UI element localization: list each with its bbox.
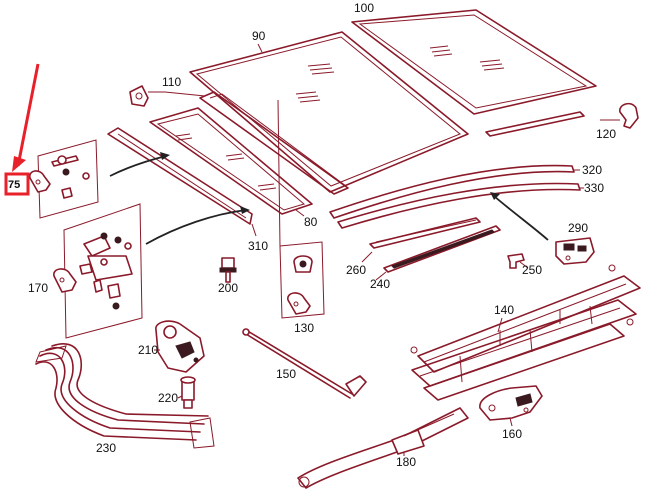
part-290-bracket[interactable]: [555, 237, 595, 265]
highlight-box: [4, 172, 30, 196]
callout-310[interactable]: 310: [248, 239, 268, 253]
part-230-cable-bundle[interactable]: [35, 343, 215, 449]
callout-140[interactable]: 140: [494, 303, 514, 317]
callout-130[interactable]: 130: [294, 321, 314, 335]
leader-220: [177, 395, 183, 399]
part-120-trim-strip[interactable]: [485, 102, 639, 137]
highlight-label[interactable]: 75: [8, 179, 20, 191]
callout-100[interactable]: 100: [354, 1, 374, 15]
callout-160[interactable]: 160: [502, 427, 522, 441]
box-170-hardware[interactable]: [53, 203, 143, 339]
part-80-lower-glass[interactable]: [149, 107, 313, 215]
leader-80: [295, 209, 305, 217]
highlight-annotation[interactable]: 75: [4, 63, 40, 196]
callout-80[interactable]: 80: [304, 215, 318, 229]
callout-120[interactable]: 120: [596, 127, 616, 141]
leader-310: [251, 223, 257, 237]
arrow-head-box75: [160, 152, 170, 160]
arrow-head-box170: [240, 206, 250, 214]
callout-150[interactable]: 150: [276, 367, 296, 381]
callout-170[interactable]: 170: [28, 281, 48, 295]
red-arrow-head: [12, 156, 26, 172]
part-220-pin[interactable]: [180, 376, 196, 409]
arrow-head-290: [490, 192, 500, 200]
leader-140: [497, 317, 503, 333]
leader-130: [277, 99, 281, 247]
callout-180[interactable]: 180: [396, 455, 416, 469]
arrow-box170-to-rail: [145, 209, 247, 245]
leader-250: [519, 261, 529, 269]
part-310-side-rail[interactable]: [107, 127, 253, 225]
callout-200[interactable]: 200: [218, 281, 238, 295]
leader-160: [509, 417, 513, 427]
callout-230[interactable]: 230: [96, 441, 116, 455]
leader-240: [375, 271, 387, 281]
red-arrow-line: [16, 63, 40, 167]
part-250-clip[interactable]: [507, 253, 525, 269]
part-100-rear-glass[interactable]: [351, 9, 597, 115]
callout-260[interactable]: 260: [346, 263, 366, 277]
leader-110: [148, 91, 206, 97]
part-330-rail[interactable]: [337, 182, 581, 229]
box-75-small-parts[interactable]: [29, 139, 99, 219]
callout-90[interactable]: 90: [252, 29, 266, 43]
part-90-glass-panel[interactable]: [189, 31, 469, 193]
part-210-motor[interactable]: [155, 320, 205, 373]
part-260-rail[interactable]: [369, 217, 481, 249]
part-240-wiper-strip[interactable]: [383, 225, 501, 273]
part-180-drive-channel[interactable]: [297, 407, 469, 489]
box-130-fastener[interactable]: [279, 241, 325, 319]
callout-240[interactable]: 240: [370, 277, 390, 291]
part-140-roof-frame[interactable]: [410, 264, 641, 401]
callout-330[interactable]: 330: [584, 181, 604, 195]
leader-90: [257, 43, 263, 53]
part-200-bolt[interactable]: [219, 257, 237, 283]
callout-210[interactable]: 210: [138, 343, 158, 357]
callout-250[interactable]: 250: [522, 263, 542, 277]
part-110-seal[interactable]: [129, 85, 349, 195]
callout-290[interactable]: 290: [568, 221, 588, 235]
arrow-to-290: [493, 195, 549, 241]
leader-260: [361, 251, 373, 263]
part-150-cable-rod[interactable]: [242, 328, 367, 399]
callout-220[interactable]: 220: [158, 391, 178, 405]
part-160-latch[interactable]: [479, 385, 543, 421]
callout-110[interactable]: 110: [162, 75, 181, 89]
callout-320[interactable]: 320: [582, 163, 602, 177]
part-320-rail[interactable]: [329, 164, 575, 219]
